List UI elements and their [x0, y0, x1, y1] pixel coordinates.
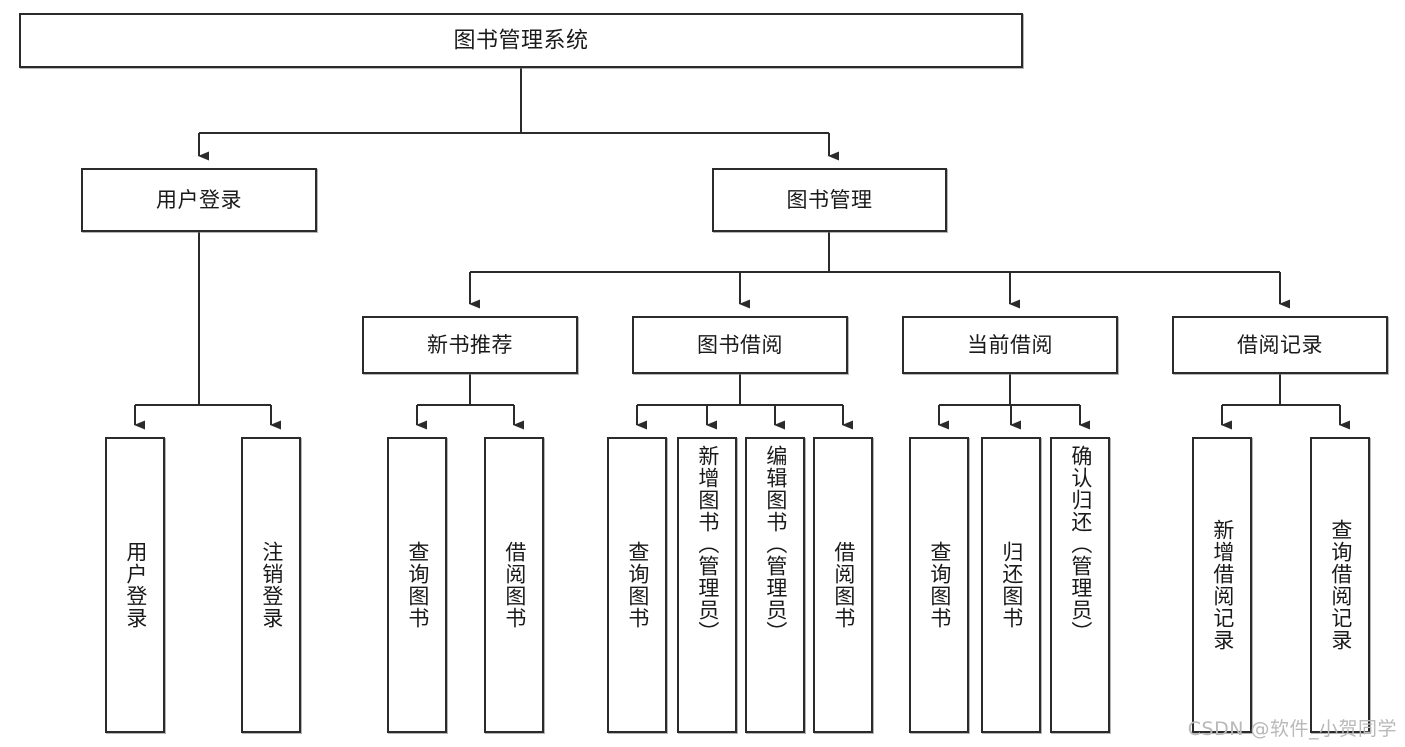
node-leaf-bor-borrow-book[interactable]: 借阅图书 — [813, 437, 873, 733]
node-label-user-login: 用户登录 — [156, 187, 242, 212]
node-label-leaf-rec-borrow-book: 借阅图书 — [502, 541, 527, 629]
node-label-leaf-bor-add-book: 新增图书（管理员） — [695, 445, 720, 643]
node-label-root: 图书管理系统 — [453, 27, 589, 53]
node-root[interactable]: 图书管理系统 — [19, 13, 1023, 68]
node-label-leaf-bor-query-book: 查询图书 — [625, 541, 650, 629]
node-label-book-manage: 图书管理 — [786, 187, 873, 212]
node-label-leaf-cur-return-book: 归还图书 — [999, 541, 1024, 629]
node-book-borrow[interactable]: 图书借阅 — [632, 316, 848, 374]
node-label-leaf-bor-borrow-book: 借阅图书 — [831, 541, 856, 629]
node-label-leaf-user-login: 用户登录 — [123, 541, 148, 629]
node-label-book-borrow: 图书借阅 — [697, 332, 783, 357]
node-label-current-borrow: 当前借阅 — [967, 332, 1053, 357]
node-label-leaf-user-logout: 注销登录 — [259, 541, 284, 629]
node-leaf-cur-confirm-return[interactable]: 确认归还（管理员） — [1050, 437, 1110, 733]
node-leaf-bor-query-book[interactable]: 查询图书 — [607, 437, 667, 733]
node-label-leaf-bor-edit-book: 编辑图书（管理员） — [763, 445, 788, 643]
node-new-book-recommend[interactable]: 新书推荐 — [362, 316, 578, 374]
node-label-leaf-rec-query-record: 查询借阅记录 — [1328, 519, 1353, 651]
node-label-leaf-rec-query-book: 查询图书 — [405, 541, 430, 629]
node-leaf-user-login[interactable]: 用户登录 — [105, 437, 165, 733]
node-leaf-bor-add-book[interactable]: 新增图书（管理员） — [677, 437, 737, 733]
node-user-login[interactable]: 用户登录 — [81, 168, 317, 232]
node-label-borrow-record: 借阅记录 — [1237, 332, 1323, 357]
node-label-new-book-recommend: 新书推荐 — [427, 332, 513, 357]
node-leaf-rec-query-record[interactable]: 查询借阅记录 — [1310, 437, 1370, 733]
node-book-manage[interactable]: 图书管理 — [712, 168, 947, 232]
node-leaf-bor-edit-book[interactable]: 编辑图书（管理员） — [745, 437, 805, 733]
node-leaf-rec-borrow-book[interactable]: 借阅图书 — [484, 437, 544, 733]
watermark-text: CSDN @软件_小贺同学 — [1187, 718, 1397, 740]
node-label-leaf-rec-add-record: 新增借阅记录 — [1210, 519, 1235, 651]
node-leaf-rec-query-book[interactable]: 查询图书 — [387, 437, 447, 733]
node-current-borrow[interactable]: 当前借阅 — [902, 316, 1118, 374]
node-leaf-cur-query-book[interactable]: 查询图书 — [909, 437, 969, 733]
node-borrow-record[interactable]: 借阅记录 — [1172, 316, 1388, 374]
node-leaf-user-logout[interactable]: 注销登录 — [241, 437, 301, 733]
node-label-leaf-cur-query-book: 查询图书 — [927, 541, 952, 629]
node-label-leaf-cur-confirm-return: 确认归还（管理员） — [1068, 445, 1093, 643]
node-leaf-rec-add-record[interactable]: 新增借阅记录 — [1192, 437, 1252, 733]
node-leaf-cur-return-book[interactable]: 归还图书 — [981, 437, 1041, 733]
